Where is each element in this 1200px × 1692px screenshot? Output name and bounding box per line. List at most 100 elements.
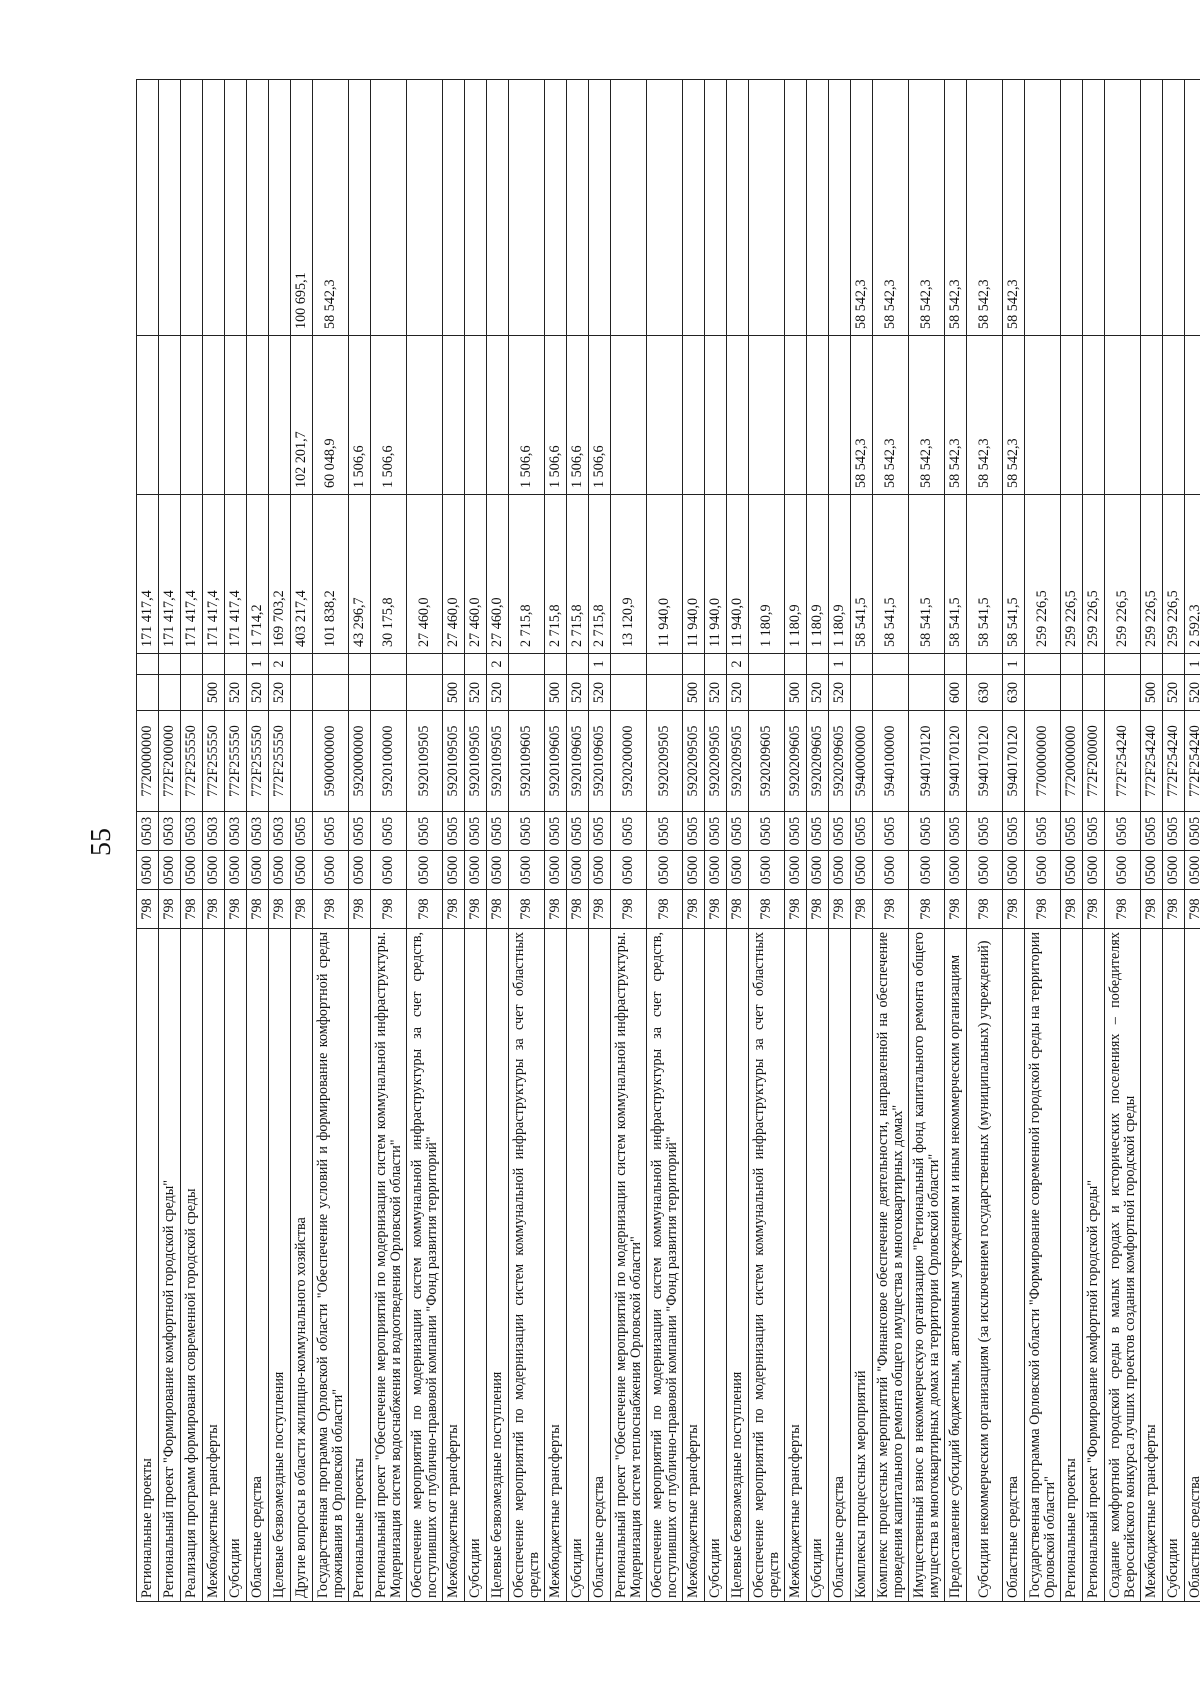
cell-source: 2 — [486, 653, 509, 675]
cell-sum-2: 1 506,6 — [566, 335, 589, 495]
cell-target-article: 7720000000 — [136, 710, 159, 812]
cell-sum-2: 58 542,3 — [850, 335, 873, 495]
cell-source — [1140, 653, 1163, 675]
cell-source — [784, 653, 807, 675]
cell-expense-type: 520 — [246, 674, 269, 711]
cell-grbs: 798 — [136, 889, 159, 929]
cell-sum-3 — [646, 79, 683, 336]
cell-sum-1: 13 120,9 — [610, 494, 647, 654]
cell-source — [966, 653, 1003, 675]
cell-sum-2 — [224, 335, 247, 495]
cell-target-article: 772F254240 — [1140, 710, 1163, 812]
cell-sum-3: 58 542,3 — [944, 79, 967, 336]
cell-podrazdel: 0505 — [1140, 811, 1163, 851]
cell-sum-2: 60 048,9 — [312, 335, 349, 495]
cell-sum-1: 58 541,5 — [1002, 494, 1025, 654]
cell-target-article — [290, 710, 313, 812]
cell-expense-type — [646, 674, 683, 711]
cell-source — [1162, 653, 1185, 675]
cell-grbs: 798 — [348, 889, 371, 929]
row-name: Межбюджетные трансферты — [1140, 928, 1163, 1602]
cell-podrazdel: 0505 — [312, 811, 349, 851]
cell-podrazdel: 0505 — [610, 811, 647, 851]
row-name: Другие вопросы в области жилищно-коммуна… — [290, 928, 313, 1602]
cell-expense-type — [908, 674, 945, 711]
cell-expense-type: 520 — [486, 674, 509, 711]
table-row: Региональный проект "Формирование комфор… — [158, 79, 181, 1602]
cell-source — [566, 653, 589, 675]
cell-sum-3: 58 542,3 — [872, 79, 909, 336]
cell-sum-2 — [406, 335, 443, 495]
cell-expense-type — [508, 674, 545, 711]
cell-razdel: 0500 — [406, 850, 443, 890]
cell-grbs: 798 — [544, 889, 567, 929]
row-name: Комплекс процессных мероприятий "Финансо… — [872, 928, 909, 1602]
cell-expense-type: 520 — [566, 674, 589, 711]
row-name: Региональные проекты — [1060, 928, 1083, 1602]
cell-podrazdel: 0505 — [850, 811, 873, 851]
cell-podrazdel: 0505 — [828, 811, 851, 851]
cell-sum-2 — [268, 335, 291, 495]
cell-target-article: 5940170120 — [908, 710, 945, 812]
cell-razdel: 0500 — [158, 850, 181, 890]
cell-razdel: 0500 — [544, 850, 567, 890]
cell-podrazdel: 0505 — [508, 811, 545, 851]
cell-target-article: 772F255550 — [224, 710, 247, 812]
cell-expense-type: 520 — [704, 674, 727, 711]
cell-sum-1: 58 541,5 — [850, 494, 873, 654]
cell-razdel: 0500 — [180, 850, 203, 890]
cell-podrazdel: 0505 — [406, 811, 443, 851]
cell-sum-1: 27 460,0 — [406, 494, 443, 654]
cell-razdel: 0500 — [1082, 850, 1105, 890]
cell-razdel: 0500 — [588, 850, 611, 890]
cell-sum-3 — [158, 79, 181, 336]
cell-target-article: 772F255550 — [180, 710, 203, 812]
table-row: Обеспечение мероприятий по модернизации … — [406, 79, 443, 1602]
cell-source — [136, 653, 159, 675]
cell-expense-type: 520 — [464, 674, 487, 711]
cell-podrazdel: 0505 — [442, 811, 465, 851]
cell-target-article: 5940170120 — [966, 710, 1003, 812]
cell-expense-type — [290, 674, 313, 711]
cell-razdel: 0500 — [850, 850, 873, 890]
cell-sum-3 — [784, 79, 807, 336]
cell-podrazdel: 0505 — [1082, 811, 1105, 851]
cell-grbs: 798 — [158, 889, 181, 929]
cell-razdel: 0500 — [610, 850, 647, 890]
cell-sum-1: 259 226,5 — [1082, 494, 1105, 654]
cell-podrazdel: 0505 — [908, 811, 945, 851]
cell-grbs: 798 — [726, 889, 749, 929]
row-name: Межбюджетные трансферты — [682, 928, 705, 1602]
cell-sum-3 — [806, 79, 829, 336]
cell-razdel: 0500 — [1184, 850, 1200, 890]
row-name: Государственная программа Орловской обла… — [312, 928, 349, 1602]
cell-sum-1: 11 940,0 — [646, 494, 683, 654]
cell-expense-type — [348, 674, 371, 711]
cell-razdel: 0500 — [704, 850, 727, 890]
row-name: Региональные проекты — [348, 928, 371, 1602]
cell-razdel: 0500 — [348, 850, 371, 890]
table-row: Субсидии некоммерческим организациям (за… — [966, 79, 1003, 1602]
cell-sum-3 — [370, 79, 407, 336]
cell-source — [704, 653, 727, 675]
cell-source — [202, 653, 225, 675]
cell-sum-1: 27 460,0 — [442, 494, 465, 654]
cell-sum-1: 259 226,5 — [1104, 494, 1141, 654]
cell-expense-type: 520 — [1162, 674, 1185, 711]
cell-podrazdel: 0505 — [784, 811, 807, 851]
cell-razdel: 0500 — [682, 850, 705, 890]
cell-sum-1: 2 592,3 — [1184, 494, 1200, 654]
cell-expense-type: 520 — [1184, 674, 1200, 711]
cell-target-article: 5920209505 — [646, 710, 683, 812]
cell-podrazdel: 0505 — [1060, 811, 1083, 851]
cell-sum-1: 58 541,5 — [872, 494, 909, 654]
cell-sum-3 — [1082, 79, 1105, 336]
table-row: Государственная программа Орловской обла… — [312, 79, 349, 1602]
cell-sum-1: 259 226,5 — [1024, 494, 1061, 654]
cell-expense-type — [370, 674, 407, 711]
